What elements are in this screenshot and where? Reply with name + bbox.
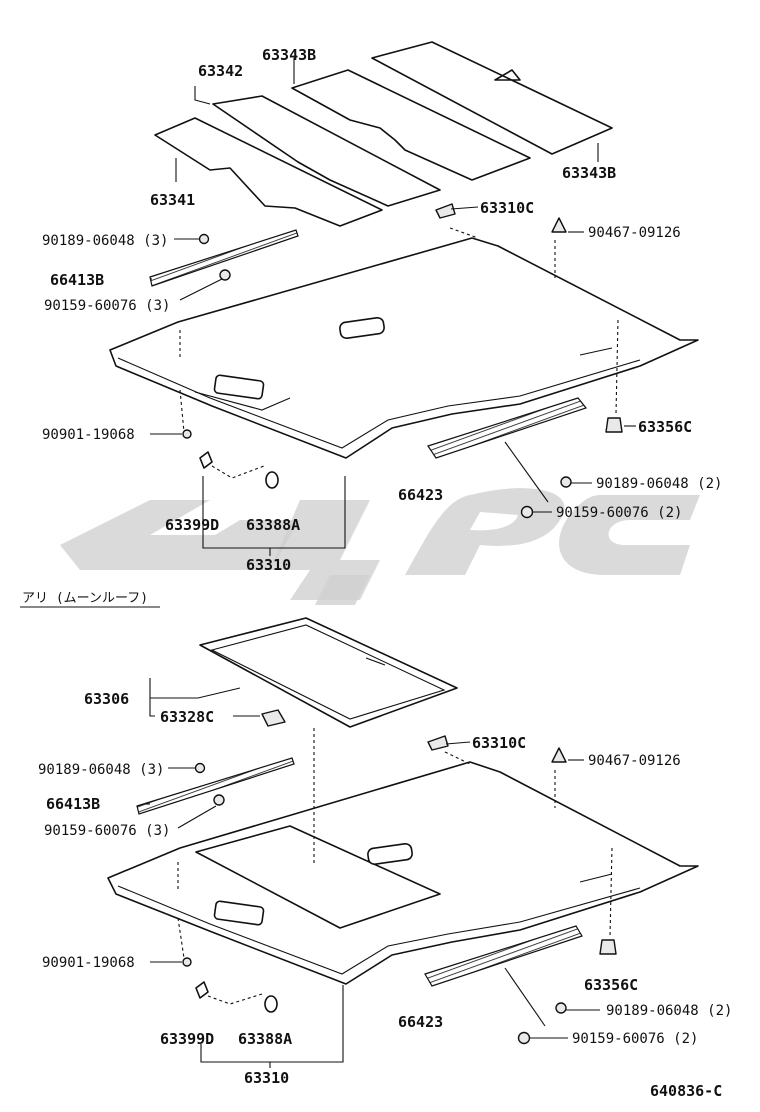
label-66423: 66423 xyxy=(398,486,443,504)
nut-90159r-lower xyxy=(517,1031,531,1045)
dome-light-opening-upper xyxy=(339,316,385,340)
label-63310: 63310 xyxy=(244,1069,289,1087)
clip-63310C-lower xyxy=(427,735,449,751)
label-90159-60076-3: 90159-60076 (3) xyxy=(44,298,170,314)
sunshade-63306 xyxy=(199,617,458,728)
assist-grip-66413B-lower xyxy=(136,757,295,815)
sun-visor-66423-lower xyxy=(424,925,583,987)
label-66413B: 66413B xyxy=(46,795,100,813)
pad-63343B-top xyxy=(291,69,531,181)
label-63310C: 63310C xyxy=(480,199,534,217)
clip-63399D-lower xyxy=(195,981,209,999)
sunroof-opening-lower xyxy=(195,825,441,929)
label-90189-06048-3: 90189-06048 (3) xyxy=(38,762,164,778)
clip-63356C-lower xyxy=(599,939,617,955)
console-opening-lower xyxy=(213,900,265,926)
label-63306: 63306 xyxy=(84,690,129,708)
screw-90189r-lower xyxy=(555,1002,567,1014)
console-opening-upper xyxy=(213,374,265,400)
headliner-upper xyxy=(109,237,699,459)
labels-lower: 63306 63328C 63310C 90467-09126 90189-06… xyxy=(38,690,732,1087)
pad-63341 xyxy=(154,117,383,227)
plug-63388A-lower xyxy=(264,995,278,1013)
label-66423: 66423 xyxy=(398,1013,443,1031)
label-90159-60076-2: 90159-60076 (2) xyxy=(556,505,682,521)
screw-90189-lower xyxy=(194,762,206,774)
screw-90901-upper xyxy=(182,429,192,439)
screw-90189-upper xyxy=(198,233,210,245)
clip-90467-lower xyxy=(551,747,567,763)
label-63356C: 63356C xyxy=(638,418,692,436)
label-90159-60076-2: 90159-60076 (2) xyxy=(572,1031,698,1047)
label-63342: 63342 xyxy=(198,62,243,80)
plug-63388A-upper xyxy=(265,471,279,489)
label-63310: 63310 xyxy=(246,556,291,574)
clip-90467-upper xyxy=(551,217,567,233)
label-63310C: 63310C xyxy=(472,734,526,752)
upper-assembly xyxy=(109,41,699,556)
drawing-code: 640836-C xyxy=(650,1082,722,1100)
label-90189-06048-2: 90189-06048 (2) xyxy=(606,1003,732,1019)
clip-63399D-upper xyxy=(199,451,213,469)
bracket-63328C xyxy=(261,709,286,727)
label-90189-06048-2: 90189-06048 (2) xyxy=(596,476,722,492)
pad-63343B-right xyxy=(371,41,613,155)
label-63341: 63341 xyxy=(150,191,195,209)
pad-63342 xyxy=(212,95,441,207)
assist-grip-66413B-upper xyxy=(149,229,299,287)
label-90189-06048-3: 90189-06048 (3) xyxy=(42,233,168,249)
nut-90159r-upper xyxy=(520,505,534,519)
label-90901-19068: 90901-19068 xyxy=(42,427,135,443)
sun-visor-66423-upper xyxy=(427,397,588,459)
label-63399D: 63399D xyxy=(165,516,219,534)
screw-90901-lower xyxy=(182,957,192,967)
label-90159-60076-3: 90159-60076 (3) xyxy=(44,823,170,839)
label-63356C: 63356C xyxy=(584,976,638,994)
dome-light-opening-lower xyxy=(367,842,413,866)
labels-upper: 63343B 63342 63341 63343B 63310C 90467-0… xyxy=(42,46,722,574)
nut-90159-upper xyxy=(219,269,231,281)
nut-90159-lower xyxy=(213,794,225,806)
label-63388A: 63388A xyxy=(238,1030,292,1048)
label-63343B-right: 63343B xyxy=(562,164,616,182)
label-63343B-top: 63343B xyxy=(262,46,316,64)
clip-63356C-upper xyxy=(605,417,623,433)
screw-90189r-upper xyxy=(560,476,572,488)
lower-assembly xyxy=(107,617,699,1068)
label-66413B: 66413B xyxy=(50,271,104,289)
headliner-lower xyxy=(107,761,699,985)
label-63388A: 63388A xyxy=(246,516,300,534)
label-63328C: 63328C xyxy=(160,708,214,726)
section-label-moonroof: アリ (ムーンルーフ) xyxy=(22,591,148,606)
watermark-logo xyxy=(60,488,700,605)
label-90467-09126: 90467-09126 xyxy=(588,753,681,769)
label-90467-09126: 90467-09126 xyxy=(588,225,681,241)
label-63399D: 63399D xyxy=(160,1030,214,1048)
clip-63310C-upper xyxy=(435,203,456,219)
label-90901-19068: 90901-19068 xyxy=(42,955,135,971)
